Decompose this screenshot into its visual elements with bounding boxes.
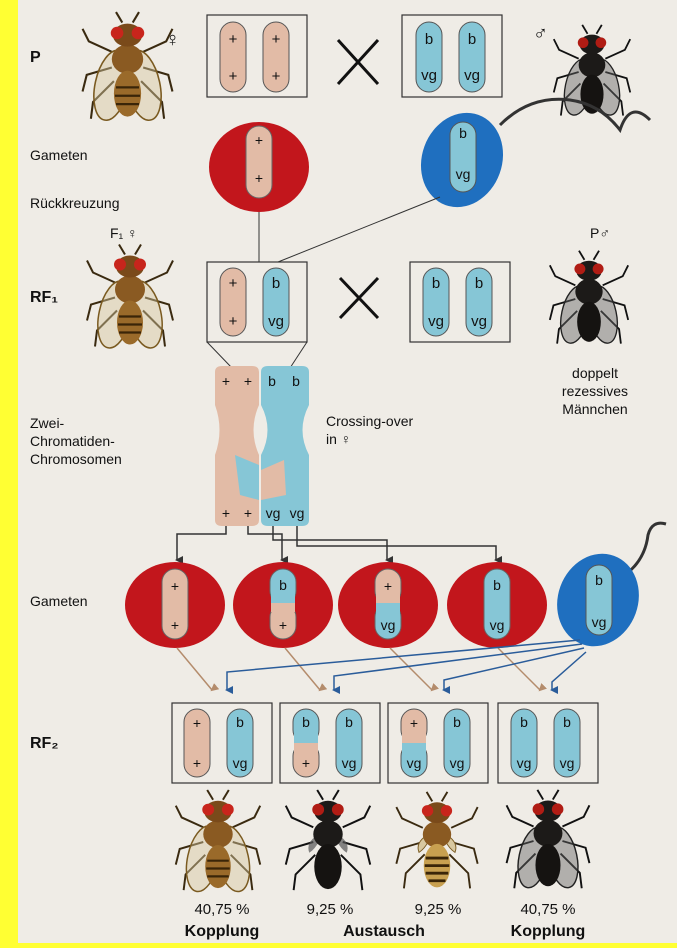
- allele-b: b: [459, 125, 467, 141]
- allele-b: b: [425, 31, 433, 48]
- allele-plus: +: [229, 275, 238, 292]
- allele-plus: +: [229, 313, 238, 330]
- label-gameten-mid: Gameten: [30, 593, 88, 609]
- allele-plus: +: [222, 505, 230, 521]
- label-rf2: RF₂: [30, 735, 58, 752]
- allele-vg: vg: [290, 505, 305, 521]
- allele-plus: +: [255, 132, 263, 148]
- allele-b: b: [595, 572, 603, 588]
- label-maennchen: Männchen: [562, 401, 627, 417]
- allele-vg: vg: [268, 313, 284, 330]
- allele-b: b: [520, 714, 528, 730]
- segment-join: [402, 730, 426, 743]
- allele-vg: vg: [592, 614, 607, 630]
- allele-vg: vg: [490, 617, 505, 633]
- allele-vg: vg: [450, 755, 465, 771]
- allele-b: b: [279, 577, 287, 593]
- allele-b: b: [432, 275, 440, 292]
- allele-b: b: [302, 714, 310, 730]
- allele-b: b: [268, 373, 276, 389]
- segment-join: [294, 730, 318, 743]
- allele-b: b: [453, 714, 461, 730]
- allele-plus: +: [193, 715, 201, 731]
- segment-join: [376, 603, 400, 615]
- female-symbol: ♀: [165, 29, 180, 51]
- allele-plus: +: [171, 578, 179, 594]
- chromatid-pair-mutant: [261, 366, 309, 526]
- chromatid-pair-wildtype: [215, 366, 259, 526]
- allele-plus: +: [255, 170, 263, 186]
- label-f1-female: F₁ ♀: [110, 225, 138, 241]
- result-percent: 9,25 %: [307, 901, 354, 918]
- label-chromatiden: Chromatiden-: [30, 433, 115, 449]
- allele-b: b: [272, 275, 280, 292]
- label-in-female: in ♀: [326, 431, 351, 447]
- allele-b: b: [236, 714, 244, 730]
- label-rezessives: rezessives: [562, 383, 628, 399]
- allele-vg: vg: [517, 755, 532, 771]
- allele-plus: +: [244, 373, 252, 389]
- allele-plus: +: [229, 31, 238, 48]
- label-doppelt: doppelt: [572, 365, 618, 381]
- allele-plus: +: [171, 617, 179, 633]
- allele-plus: +: [272, 31, 281, 48]
- label-rf1: RF₁: [30, 289, 58, 306]
- allele-b: b: [563, 714, 571, 730]
- result-label-kopplung: Kopplung: [511, 923, 586, 940]
- label-zwei: Zwei-: [30, 415, 65, 431]
- result-label-kopplung: Kopplung: [185, 923, 260, 940]
- paper: [18, 0, 677, 943]
- allele-vg: vg: [342, 755, 357, 771]
- label-rueckkreuzung: Rückkreuzung: [30, 195, 120, 211]
- allele-b: b: [292, 373, 300, 389]
- allele-vg: vg: [471, 313, 487, 330]
- allele-plus: +: [279, 617, 287, 633]
- allele-vg: vg: [266, 505, 281, 521]
- allele-b: b: [493, 577, 501, 593]
- allele-b: b: [475, 275, 483, 292]
- allele-vg: vg: [233, 755, 248, 771]
- allele-plus: +: [244, 505, 252, 521]
- allele-vg: vg: [421, 67, 437, 84]
- allele-vg: vg: [381, 617, 396, 633]
- allele-plus: +: [193, 755, 201, 771]
- allele-vg: vg: [560, 755, 575, 771]
- male-symbol: ♂: [533, 23, 548, 45]
- allele-plus: +: [222, 373, 230, 389]
- result-percent: 40,75 %: [520, 901, 575, 918]
- label-p-male: P♂: [590, 225, 610, 241]
- allele-plus: +: [410, 715, 418, 731]
- allele-plus: +: [229, 68, 238, 85]
- allele-vg: vg: [456, 166, 471, 182]
- result-label-austausch: Austausch: [343, 923, 425, 940]
- allele-b: b: [345, 714, 353, 730]
- allele-plus: +: [302, 755, 310, 771]
- label-chromosomen: Chromosomen: [30, 451, 122, 467]
- label-p: P: [30, 49, 41, 66]
- allele-b: b: [468, 31, 476, 48]
- allele-vg: vg: [407, 755, 422, 771]
- allele-plus: +: [272, 68, 281, 85]
- allele-plus: +: [384, 578, 392, 594]
- allele-vg: vg: [428, 313, 444, 330]
- label-crossing-over: Crossing-over: [326, 413, 413, 429]
- label-gameten: Gameten: [30, 147, 88, 163]
- result-percent: 40,75 %: [194, 901, 249, 918]
- result-percent: 9,25 %: [415, 901, 462, 918]
- allele-vg: vg: [464, 67, 480, 84]
